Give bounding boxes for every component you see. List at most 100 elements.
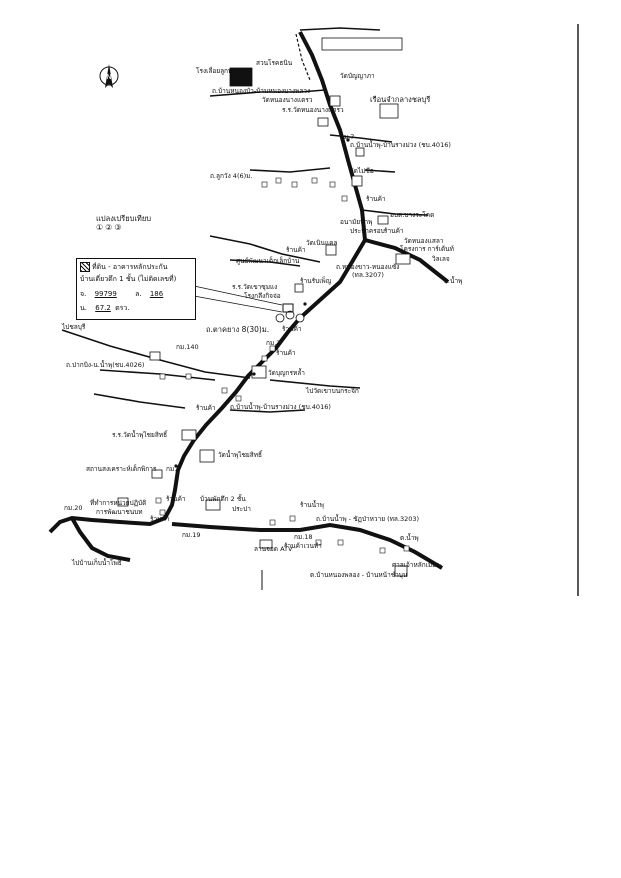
temple-icon-5 xyxy=(199,449,215,463)
compare-plot-2 xyxy=(285,310,295,320)
label-nampu: ถ.น้ำพุ xyxy=(444,277,463,285)
road-north-top xyxy=(299,27,381,31)
compare-plot-1 xyxy=(275,313,285,323)
label-road-1: ถ.บ้านหนองบัว-บ้านหนองบางพลวง xyxy=(212,87,311,95)
compare-title: แปลงเปรียบเทียบ xyxy=(96,214,152,223)
label-to-temple: ไปวัดเขาบนกระจิก xyxy=(306,387,359,395)
legend-box: ที่ดิน - อาคารหลักประกัน บ้านเดี่ยวตึก 1… xyxy=(76,258,196,320)
label-t-nampu: ต.น้ำพุ xyxy=(400,534,419,542)
km-markers xyxy=(94,138,442,568)
label-km6: กม.6 xyxy=(166,465,181,473)
label-km7: กม.7 xyxy=(340,133,355,141)
label-health: อนามัยน้ำพุ xyxy=(340,218,373,226)
label-road-4026: ถ.ปากบิง-น.น้ำพุ(ชบ.4026) xyxy=(66,361,145,369)
road-w2 xyxy=(229,259,301,267)
label-temple-7: วัดน้ำพุไชยสิทธิ์ xyxy=(218,451,262,459)
label-lukwang: ถ.ลูกวัง 4(6)ม. xyxy=(210,172,253,180)
area-unit: ตรว. xyxy=(115,304,130,312)
road-4016-2 xyxy=(229,409,306,413)
legend-item2: บ้านเดี่ยวตึก 1 ชั้น (ไม่ติดเลขที่) xyxy=(80,275,177,283)
label-project: โครงการ การ์เด้นท์ xyxy=(400,245,454,253)
label-km140: กม.140 xyxy=(176,343,199,351)
legend-hatch-icon xyxy=(80,262,90,272)
label-road-bottom: ต.บ้านหนองพลอง - บ้านหน้าชำบุน xyxy=(310,571,408,579)
label-shop-3: ร้านค้า xyxy=(286,246,306,254)
area-prefix: น. xyxy=(80,304,88,312)
label-school-2: ร.ร.วัดเขาซุมแง xyxy=(232,283,278,291)
label-atv: ลานจอด ATV xyxy=(254,545,293,553)
railway xyxy=(295,33,311,81)
road-upper-west xyxy=(209,89,326,97)
legend-row-deed: จ. 99799 ล. 186 xyxy=(80,289,163,300)
house-markers xyxy=(155,177,410,554)
temple-icon xyxy=(329,95,341,107)
legend-pointer-2 xyxy=(193,295,283,313)
label-shop-2: ร้านค้า xyxy=(384,227,404,235)
label-house-2: บ้านพักตึก 2 ชั้น xyxy=(200,495,246,503)
atv-icon xyxy=(259,539,273,549)
temple-icon-3 xyxy=(325,244,337,256)
compare-numbers: ①②③ xyxy=(96,223,124,232)
label-waterworks: ประปาครอบ xyxy=(350,227,385,235)
building-icon xyxy=(321,37,403,51)
label-shop-6: ร้านค้า xyxy=(276,349,296,357)
road-w1 xyxy=(209,235,321,263)
temple-icon-4 xyxy=(251,365,267,379)
legend-pointer xyxy=(193,285,283,306)
school-icon xyxy=(317,117,329,127)
label-school-3: ร.ร.วัดน้ำพุไชยสิทธิ์ xyxy=(112,431,168,439)
label-shop-1: ร้านค้า xyxy=(366,195,386,203)
shelter-icon xyxy=(151,469,163,479)
label-shop-8: ร้านค้า xyxy=(166,495,186,503)
label-temple-1: วัดบัญญาภา xyxy=(340,72,375,80)
deed-prefix: จ. xyxy=(80,290,87,298)
label-sawmill: โรงเลื่อยลูกท xyxy=(196,67,233,75)
road-4026 xyxy=(99,369,216,381)
label-garden: สวนโรคธนิน xyxy=(256,59,293,67)
sawmill-icon xyxy=(229,67,253,87)
label-office-2: การพัฒนาชนบท xyxy=(96,508,143,516)
label-shop-7: ร้านค้า xyxy=(196,404,216,412)
label-shop-4: ร้านรับเพ็ญ xyxy=(300,277,332,285)
label-to-chonburi: ไปชลบุรี xyxy=(62,323,86,331)
label-school-1: ร.ร.วัดหนองนางแตรว xyxy=(282,106,344,114)
label-shop-5: ร้านค้า xyxy=(282,325,302,333)
label-factory: โรงกลึงกิจจ่อ xyxy=(244,292,281,300)
label-temple-3: วัดไม่ซีอ xyxy=(350,167,374,175)
label-km20: กม.20 xyxy=(64,504,83,512)
label-shop-10: ร้านค้าเวนทำ xyxy=(284,542,322,550)
shop-icon-2 xyxy=(377,215,389,225)
road-e2 xyxy=(364,169,396,173)
label-temple-2: วัดหนองนางแตรว xyxy=(262,96,313,104)
north-letter: N xyxy=(106,73,111,81)
deed-page: 186 xyxy=(149,290,164,298)
label-to-nampo: ไปบ้านเก็บน้ำโพธิ์ xyxy=(72,559,122,567)
deed-mid: ล. xyxy=(135,290,142,298)
label-office-1: ที่ทำการหน่วยปฏิบัติ xyxy=(90,499,147,507)
prison-icon xyxy=(379,103,399,119)
road-km7 xyxy=(329,134,393,143)
label-road-3203: ถ.บ้านน้ำพุ - ชัฏป่าหวาย (ทล.3203) xyxy=(316,515,420,523)
school-icon-2 xyxy=(181,429,197,441)
office-icon xyxy=(117,497,129,507)
shop-icon xyxy=(355,147,365,157)
legend-item1: ที่ดิน - อาคารหลักประกัน xyxy=(92,263,168,271)
label-km2: กม.2 xyxy=(266,339,281,347)
legend-row-1: ที่ดิน - อาคารหลักประกัน xyxy=(80,262,168,273)
label-road-takhayang: ถ.ตาคยาง 8(30)ม. xyxy=(206,325,270,334)
compare-plot-3 xyxy=(295,313,305,323)
label-km19: กม.19 xyxy=(182,531,201,539)
subject-property xyxy=(282,303,294,313)
temple-icon-2 xyxy=(351,175,363,187)
label-road-4016-2: ถ.บ้านน้ำพุ-บ้านรางม่วง (ชบ.4016) xyxy=(230,403,331,411)
deed-number: 99799 xyxy=(94,290,117,298)
label-shrine: ศาลเจ้าหลักเมือง xyxy=(392,561,440,569)
label-road-3207-code: (ทล.3207) xyxy=(352,271,384,279)
legend-row-2: บ้านเดี่ยวตึก 1 ชั้น (ไม่ติดเลขที่) xyxy=(80,274,176,285)
label-childcare: ศูนย์พัฒนาเด็กเล็กบ้าน xyxy=(236,257,300,265)
house-icon xyxy=(205,499,221,511)
shrine-icon xyxy=(394,565,408,577)
legend-row-area: น. 67.2 ตรว. xyxy=(80,303,130,314)
road-southwest xyxy=(70,517,131,562)
